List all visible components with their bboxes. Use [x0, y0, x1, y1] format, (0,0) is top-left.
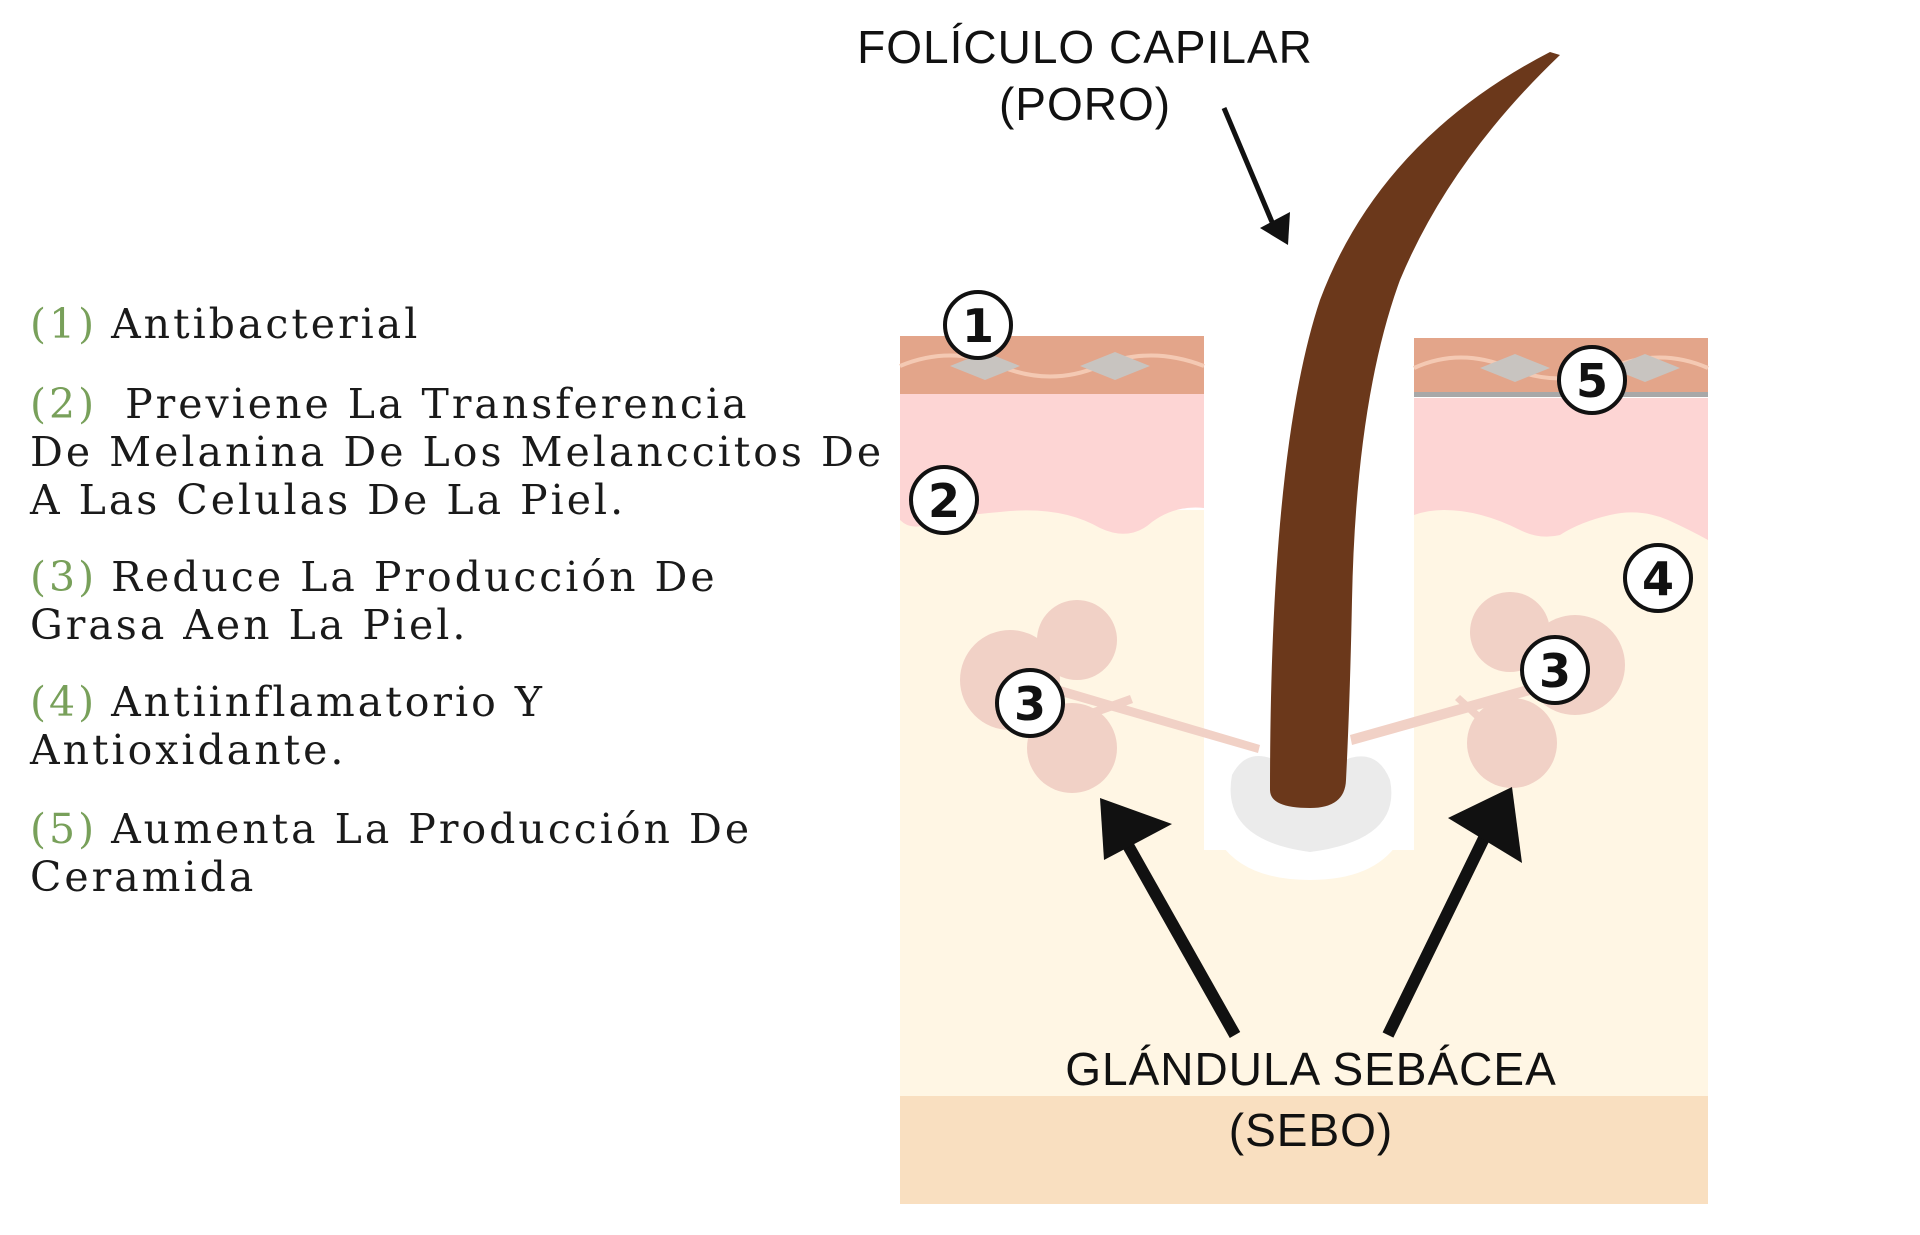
gland-arrow-left-shaft	[1119, 837, 1241, 1038]
sebaceous-gland-left	[960, 600, 1260, 793]
hypodermis-middle	[1204, 850, 1414, 1096]
badge-3-left: 3	[995, 668, 1065, 738]
base-layer	[900, 1096, 1708, 1204]
legend-number: (2)	[30, 380, 98, 428]
follicle-arrow-shaft	[1221, 107, 1275, 223]
legend-item-4: (4) Antiinflamatorio Y Antioxidante.	[30, 678, 900, 774]
epidermis-cells-left	[899, 353, 1205, 379]
svg-text:1: 1	[962, 299, 994, 353]
legend-item-2: (2) Previene La Transferencia De Melanina…	[30, 380, 900, 524]
epidermis-left	[900, 336, 1204, 394]
gland-arrow-right-shaft	[1382, 827, 1494, 1038]
svg-text:5: 5	[1576, 354, 1608, 408]
legend-item-3: (3) Reduce La Producción De Grasa Aen La …	[30, 553, 900, 649]
follicle-label-line1: FOLÍCULO CAPILAR	[857, 21, 1313, 73]
svg-text:2: 2	[928, 474, 960, 528]
svg-text:3: 3	[1539, 644, 1571, 698]
legend-number: (3)	[30, 553, 98, 601]
legend-number: (5)	[30, 805, 98, 853]
follicle-label-line2: (PORO)	[999, 78, 1171, 130]
hair	[1270, 52, 1560, 808]
gland-arrow-left-head	[1100, 798, 1172, 860]
svg-text:3: 3	[1014, 677, 1046, 731]
legend-number: (1)	[30, 300, 98, 348]
legend-item-1: (1) Antibacterial	[30, 300, 900, 348]
badge-2: 2	[909, 465, 979, 535]
legend-text: Antibacterial	[111, 300, 421, 348]
legend-text: Previene La Transferencia	[125, 380, 750, 428]
legend-text: Antioxidante.	[30, 726, 347, 774]
hypodermis-left	[900, 510, 1204, 1096]
legend-text: A Las Celulas De La Piel.	[30, 476, 627, 524]
legend-text: Ceramida	[30, 853, 257, 901]
legend-text: Reduce La Producción De	[111, 553, 718, 601]
gland-label-line2: (SEBO)	[1229, 1104, 1393, 1156]
badge-5: 5	[1557, 345, 1627, 415]
gland-label-line1: GLÁNDULA SEBÁCEA	[1065, 1043, 1557, 1095]
legend-item-5: (5) Aumenta La Producción De Ceramida	[30, 805, 900, 901]
badge-4: 4	[1623, 543, 1693, 613]
svg-text:4: 4	[1642, 552, 1674, 606]
gland-arrow-right-head	[1448, 787, 1522, 863]
epidermis-gray-right	[1480, 354, 1680, 382]
legend-number: (4)	[30, 678, 98, 726]
legend-text: Aumenta La Producción De	[111, 805, 753, 853]
dermis-right	[1414, 398, 1708, 540]
legend-text: Grasa Aen La Piel.	[30, 601, 469, 649]
legend-text: De Melanina De Los Melanccitos De	[30, 428, 885, 476]
legend-text: Antiinflamatorio Y	[111, 678, 545, 726]
badge-1: 1	[943, 290, 1013, 360]
epidermis-gray-left	[950, 352, 1150, 380]
badge-3-right: 3	[1520, 635, 1590, 705]
follicle-arrow-head	[1260, 212, 1290, 245]
